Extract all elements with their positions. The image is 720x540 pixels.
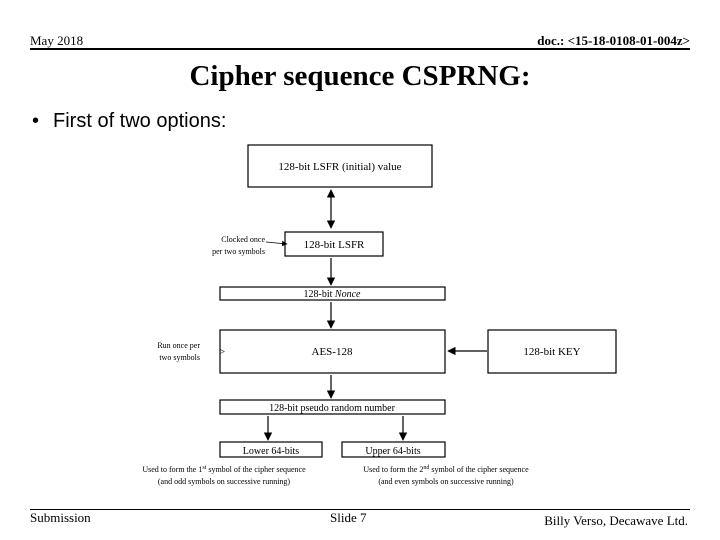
bullet-item: • First of two options: <box>32 110 226 133</box>
prn-box <box>219 399 446 415</box>
bullet-dot-icon: • <box>32 110 40 132</box>
footer-author: Billy Verso, Decawave Ltd. <box>544 513 688 528</box>
header-doc-id: doc.: <15-18-0108-01-004z> <box>537 33 690 48</box>
prn-label: 128-bit pseudo random number <box>269 403 395 414</box>
aes-label: AES-128 <box>312 346 353 358</box>
slide-title: Cipher sequence CSPRNG: <box>189 60 531 92</box>
lfsr-initial-box <box>247 144 433 188</box>
nonce-box <box>219 286 446 301</box>
clocked-note-line2: per two symbols <box>212 247 265 256</box>
lower-note-line2: (and odd symbols on successive running) <box>158 477 291 486</box>
upper-64-box <box>341 441 446 458</box>
clocked-note-line1: Clocked once <box>221 235 265 244</box>
run-pointer-icon: > <box>219 346 225 358</box>
footer-rule <box>30 509 690 510</box>
upper-note-line2: (and even symbols on successive running) <box>378 477 514 486</box>
key-label: 128-bit KEY <box>523 346 580 358</box>
header-rule <box>30 48 690 50</box>
lfsr-box <box>284 231 384 257</box>
header-date: May 2018 <box>30 33 84 48</box>
bullet-text: First of two options: <box>53 110 227 132</box>
key-box <box>487 329 617 374</box>
upper-64-label: Upper 64-bits <box>365 446 420 457</box>
lower-64-label: Lower 64-bits <box>243 446 299 457</box>
lfsr-initial-label: 128-bit LSFR (initial) value <box>278 161 401 173</box>
footer-slide-number: Slide 7 <box>330 510 367 525</box>
aes-box <box>219 329 446 374</box>
lower-note-line1: Used to form the 1st symbol of the ciphe… <box>142 465 306 474</box>
run-note-line1: Run once per <box>157 341 200 350</box>
clocked-pointer-arrow <box>265 240 288 247</box>
lower-64-box <box>219 441 323 458</box>
footer-submission: Submission <box>30 510 91 525</box>
lfsr-label: 128-bit LSFR <box>304 239 365 251</box>
run-note-line2: two symbols <box>159 353 200 362</box>
nonce-label: 128-bit Nonce <box>304 289 361 300</box>
upper-note-line1: Used to form the 2nd symbol of the ciphe… <box>363 465 529 474</box>
